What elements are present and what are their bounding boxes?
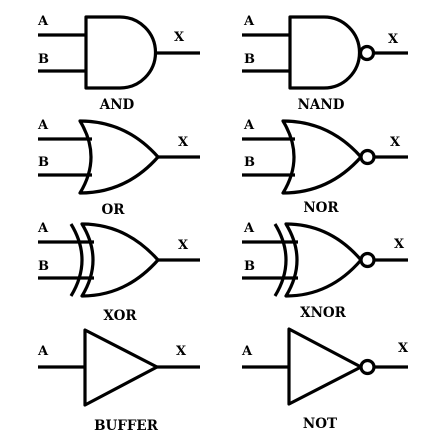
inversion-bubble bbox=[359, 251, 376, 269]
xnor-extra-arc bbox=[273, 223, 288, 297]
gate-not: A X NOT bbox=[241, 327, 409, 432]
input-a-label: A bbox=[243, 118, 255, 133]
inversion-bubble bbox=[358, 44, 376, 62]
input-b-label: B bbox=[38, 155, 49, 170]
input-a-label: A bbox=[243, 221, 255, 236]
inversion-bubble bbox=[359, 148, 376, 166]
input-b-label: B bbox=[38, 52, 49, 67]
gate-name: AND bbox=[99, 97, 135, 113]
gate-name: NAND bbox=[298, 97, 345, 113]
gate-name: XNOR bbox=[300, 305, 347, 321]
buffer-gate-symbol bbox=[83, 328, 159, 407]
output-label: X bbox=[388, 32, 399, 47]
output-label: X bbox=[176, 344, 187, 359]
gate-xor: A B X XOR bbox=[37, 221, 200, 324]
gate-nand: A B X NAND bbox=[242, 14, 408, 113]
input-a-label: A bbox=[37, 14, 49, 29]
or-gate-symbol bbox=[78, 119, 160, 195]
output-label: X bbox=[398, 341, 409, 356]
and-gate-symbol bbox=[84, 15, 158, 90]
gate-or: A B X OR bbox=[37, 118, 200, 218]
input-b-label: B bbox=[38, 259, 49, 274]
gate-name: NOR bbox=[303, 200, 339, 216]
gate-buffer: A X BUFFER bbox=[37, 328, 200, 434]
xor-extra-arc bbox=[69, 223, 84, 297]
input-b-label: B bbox=[244, 259, 255, 274]
gate-and: A B X AND bbox=[37, 14, 200, 113]
input-b-label: B bbox=[244, 155, 255, 170]
output-label: X bbox=[174, 30, 185, 45]
input-b-label: B bbox=[244, 52, 255, 67]
gate-name: XOR bbox=[103, 308, 137, 324]
gate-xnor: A B X XNOR bbox=[242, 221, 408, 321]
xor-gate-symbol bbox=[80, 222, 160, 298]
gate-name: OR bbox=[102, 202, 126, 218]
output-label: X bbox=[178, 238, 189, 253]
input-a-label: A bbox=[37, 118, 49, 133]
inversion-bubble bbox=[359, 358, 376, 376]
output-label: X bbox=[390, 135, 401, 150]
not-gate-symbol bbox=[287, 327, 363, 406]
input-a-label: A bbox=[241, 344, 253, 359]
input-a-label: A bbox=[37, 344, 49, 359]
gate-nor: A B X NOR bbox=[242, 118, 408, 216]
xnor-gate-symbol bbox=[284, 222, 363, 298]
gate-name: NOT bbox=[303, 416, 337, 432]
output-label: X bbox=[178, 135, 189, 150]
nand-gate-symbol bbox=[288, 15, 362, 90]
input-a-label: A bbox=[243, 14, 255, 29]
nor-gate-symbol bbox=[281, 119, 363, 195]
gate-name: BUFFER bbox=[94, 418, 159, 434]
input-a-label: A bbox=[37, 221, 49, 236]
output-label: X bbox=[394, 237, 405, 252]
